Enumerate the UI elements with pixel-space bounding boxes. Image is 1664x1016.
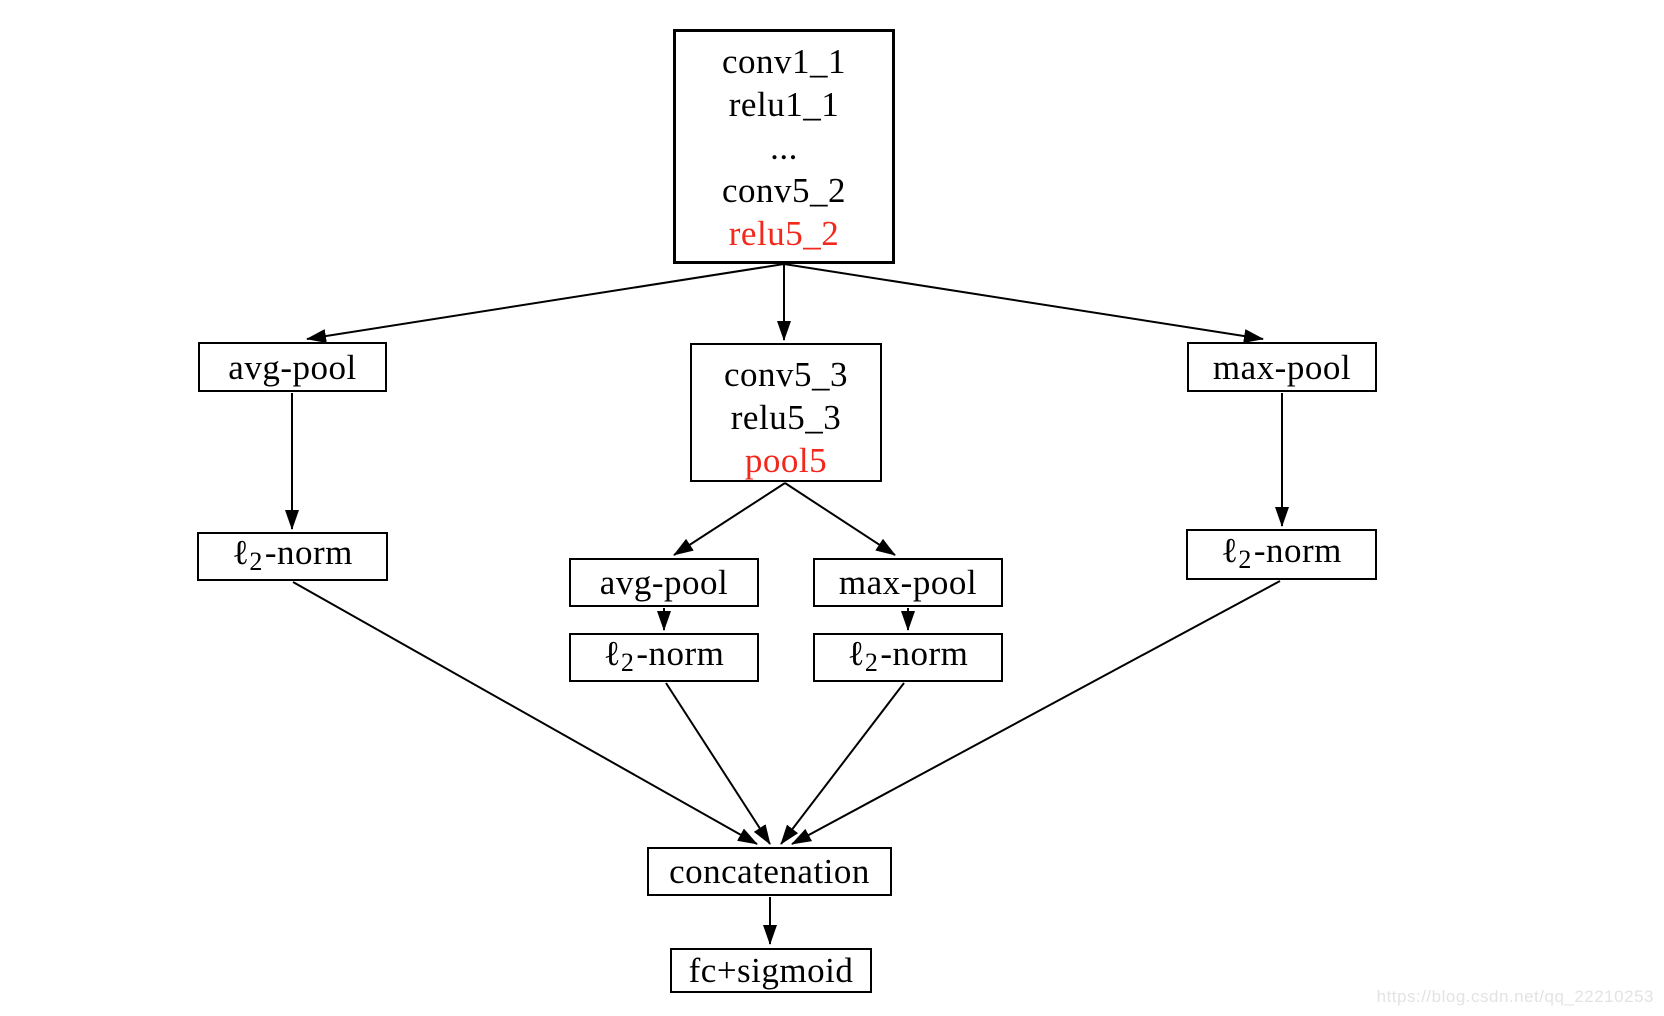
node-avg-pool-mid: avg-pool bbox=[569, 558, 759, 607]
node-avg-pool-left: avg-pool bbox=[198, 342, 387, 392]
edge-l2-left-to-concat bbox=[292, 581, 758, 845]
node-max-pool-mid: max-pool bbox=[813, 558, 1003, 607]
node-label: ℓ2-norm bbox=[232, 532, 353, 576]
node-label: ℓ2-norm bbox=[603, 633, 725, 677]
csdn-watermark: https://blog.csdn.net/qq_22210253 bbox=[1376, 987, 1654, 1006]
node-conv5-3-block: conv5_3 relu5_3 pool5 bbox=[690, 343, 882, 482]
node-l2-norm-right: ℓ2-norm bbox=[1186, 529, 1377, 580]
node-l2-norm-mid-right: ℓ2-norm bbox=[813, 633, 1003, 682]
edge-relu52-to-maxpool-right bbox=[783, 263, 1264, 343]
edge-pool5-to-avgpool-mid bbox=[673, 482, 786, 556]
node-label: ℓ2-norm bbox=[1221, 530, 1342, 574]
layer-ellipsis: ... bbox=[770, 128, 798, 167]
layer-relu5-2: relu5_2 bbox=[728, 214, 840, 253]
node-l2-norm-mid-left: ℓ2-norm bbox=[569, 633, 759, 682]
layer-conv1-1: conv1_1 bbox=[721, 42, 847, 81]
node-label: concatenation bbox=[669, 852, 870, 891]
layer-pool5: pool5 bbox=[744, 441, 828, 480]
edge-l2-mid-right-to-concat bbox=[780, 682, 905, 845]
node-max-pool-right: max-pool bbox=[1187, 342, 1377, 392]
node-label: max-pool bbox=[1212, 347, 1352, 387]
node-concatenation: concatenation bbox=[647, 847, 892, 896]
edge-l2-mid-left-to-concat bbox=[665, 682, 771, 845]
node-fc-sigmoid: fc+sigmoid bbox=[670, 948, 872, 993]
node-label: avg-pool bbox=[599, 563, 729, 602]
layer-conv5-3: conv5_3 bbox=[723, 355, 849, 394]
node-label: avg-pool bbox=[228, 347, 357, 387]
node-label: ℓ2-norm bbox=[847, 633, 969, 677]
edge-pool5-to-maxpool-mid bbox=[784, 482, 896, 556]
node-label: fc+sigmoid bbox=[688, 951, 854, 990]
node-l2-norm-left: ℓ2-norm bbox=[197, 532, 388, 581]
layer-relu1-1: relu1_1 bbox=[728, 85, 840, 124]
edge-l2-right-to-concat bbox=[791, 580, 1281, 845]
layer-relu5-3: relu5_3 bbox=[730, 398, 842, 437]
node-label: max-pool bbox=[838, 563, 978, 602]
edge-relu52-to-avgpool-left bbox=[306, 263, 785, 343]
layer-conv5-2: conv5_2 bbox=[721, 171, 847, 210]
node-conv-stack: conv1_1 relu1_1 ... conv5_2 relu5_2 bbox=[673, 29, 895, 264]
